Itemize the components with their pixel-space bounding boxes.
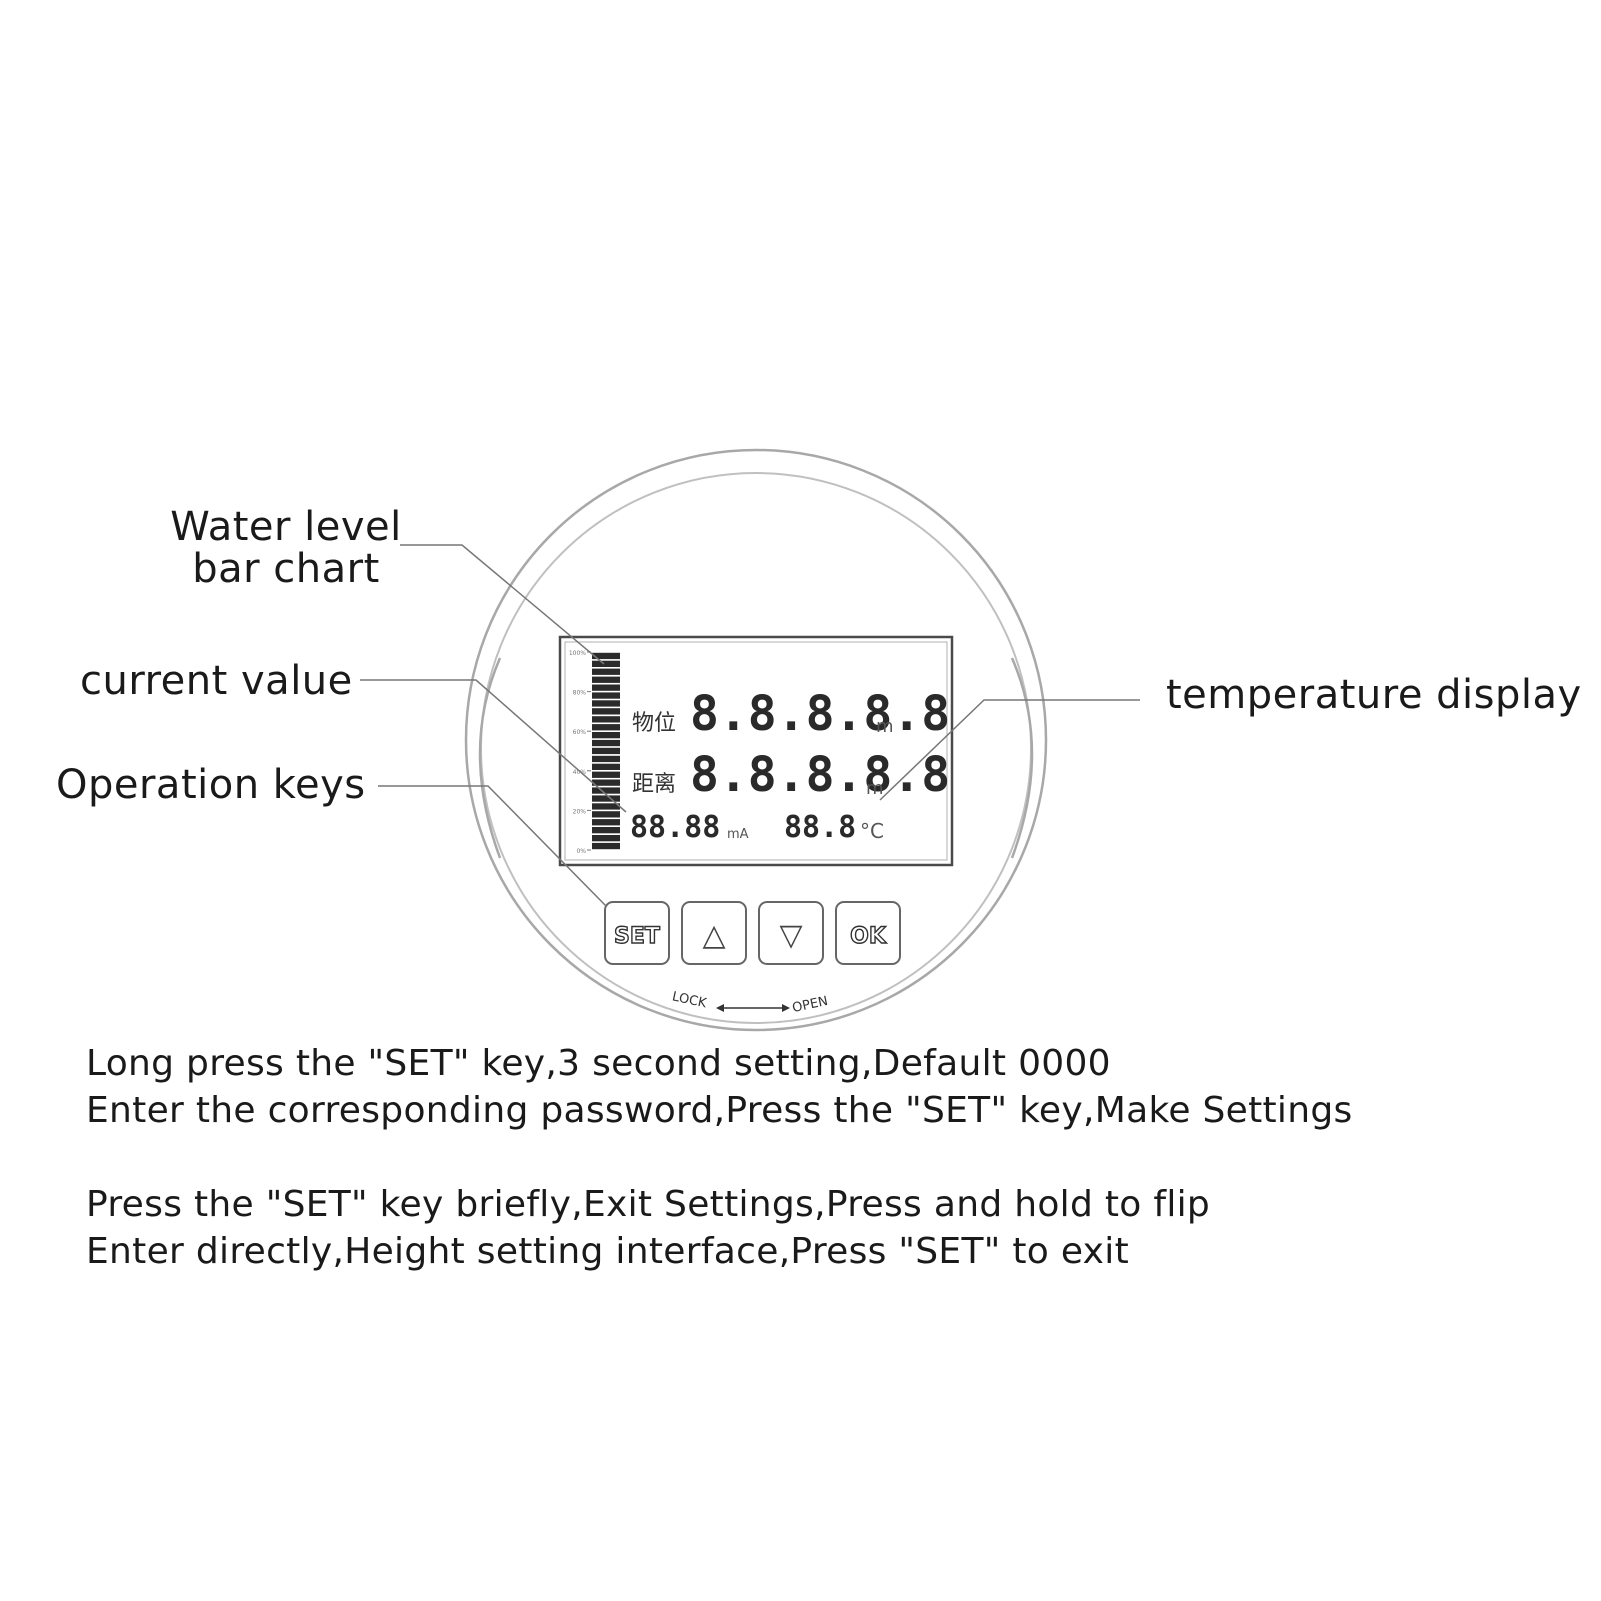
level-value: 8.8.8.8.8	[690, 686, 950, 742]
bar-segment	[592, 835, 620, 842]
lcd-screen-frame	[558, 635, 954, 867]
bar-scale-label: 20%	[573, 808, 587, 815]
bar-chart-scale: 100% 80% 60% 40% 20% 0%	[569, 650, 591, 855]
instruction-line-4: Enter directly,Height setting interface,…	[86, 1231, 1129, 1272]
water-level-bar-chart	[592, 652, 620, 850]
current-unit: mA	[727, 827, 749, 842]
bar-scale-label: 80%	[573, 690, 587, 697]
bar-segment	[592, 779, 620, 786]
set-key[interactable]: SET	[604, 901, 670, 965]
distance-unit: m	[866, 778, 884, 799]
bar-segment	[592, 819, 620, 826]
lcd-screen-inner	[564, 641, 948, 861]
up-key[interactable]: △	[681, 901, 747, 965]
bar-segment	[592, 739, 620, 747]
bar-segment	[592, 763, 620, 770]
water-level-callout-line1: Water level	[170, 504, 402, 550]
housing-left-recess	[478, 657, 502, 859]
bar-segment	[592, 755, 620, 763]
operation-keys-leader-line	[378, 785, 607, 907]
temperature-value: 88.8	[784, 810, 856, 845]
bar-segment	[592, 684, 620, 691]
operation-keys-callout: Operation keys	[56, 762, 366, 808]
temperature-leader-line	[879, 699, 1140, 801]
bar-segment	[592, 771, 620, 778]
bar-segment	[592, 842, 620, 850]
set-key-label: SET	[614, 924, 660, 949]
instruction-line-1: Long press the "SET" key,3 second settin…	[86, 1043, 1111, 1084]
current-value-leader-line	[360, 679, 627, 813]
bar-segment	[592, 668, 620, 675]
bar-segment	[592, 795, 620, 802]
housing-right-recess	[1010, 657, 1034, 859]
bar-segment	[592, 811, 620, 818]
bar-segment	[592, 803, 620, 810]
distance-value: 8.8.8.8.8	[690, 747, 950, 803]
level-label: 物位	[632, 711, 676, 736]
down-key[interactable]: ▽	[758, 901, 824, 965]
bar-segment	[592, 700, 620, 707]
water-level-leader-line	[400, 544, 605, 665]
lock-label: LOCK	[671, 989, 708, 1011]
bar-segment	[592, 676, 620, 683]
bar-segment	[592, 652, 620, 660]
lock-arrowhead-icon	[716, 1004, 724, 1012]
ok-key[interactable]: OK	[835, 901, 901, 965]
water-level-callout: Water level bar chart	[168, 506, 404, 590]
up-arrow-icon: △	[702, 918, 725, 953]
bar-scale-label: 60%	[573, 729, 587, 736]
bar-scale-label: 100%	[569, 650, 586, 657]
instruction-spacer	[86, 1134, 1566, 1181]
instruction-line-2: Enter the corresponding password,Press t…	[86, 1090, 1353, 1131]
level-unit: m	[876, 716, 894, 737]
current-value-callout: current value	[80, 658, 353, 704]
instruction-line-3: Press the "SET" key briefly,Exit Setting…	[86, 1184, 1211, 1225]
current-value: 88.88	[630, 810, 720, 845]
bar-segment	[592, 692, 620, 699]
instructions-block: Long press the "SET" key,3 second settin…	[86, 1040, 1566, 1275]
bar-segment	[592, 787, 620, 794]
water-level-callout-line2: bar chart	[192, 546, 380, 592]
distance-label: 距离	[632, 772, 676, 797]
open-arrowhead-icon	[782, 1004, 790, 1012]
bar-segment	[592, 732, 620, 739]
down-arrow-icon: ▽	[779, 918, 802, 953]
housing-outer-ring	[464, 448, 1048, 1032]
bar-segment	[592, 660, 620, 667]
temperature-display-callout: temperature display	[1166, 672, 1582, 718]
bar-segment	[592, 708, 620, 715]
bar-segment	[592, 827, 620, 834]
bar-scale-label: 0%	[576, 848, 586, 855]
bar-segment	[592, 747, 620, 755]
bar-segment	[592, 724, 620, 731]
temperature-unit: °C	[860, 819, 884, 843]
open-label: OPEN	[791, 994, 829, 1016]
ok-key-label: OK	[850, 924, 887, 949]
bar-scale-label: 40%	[573, 769, 587, 776]
bar-segment	[592, 716, 620, 723]
